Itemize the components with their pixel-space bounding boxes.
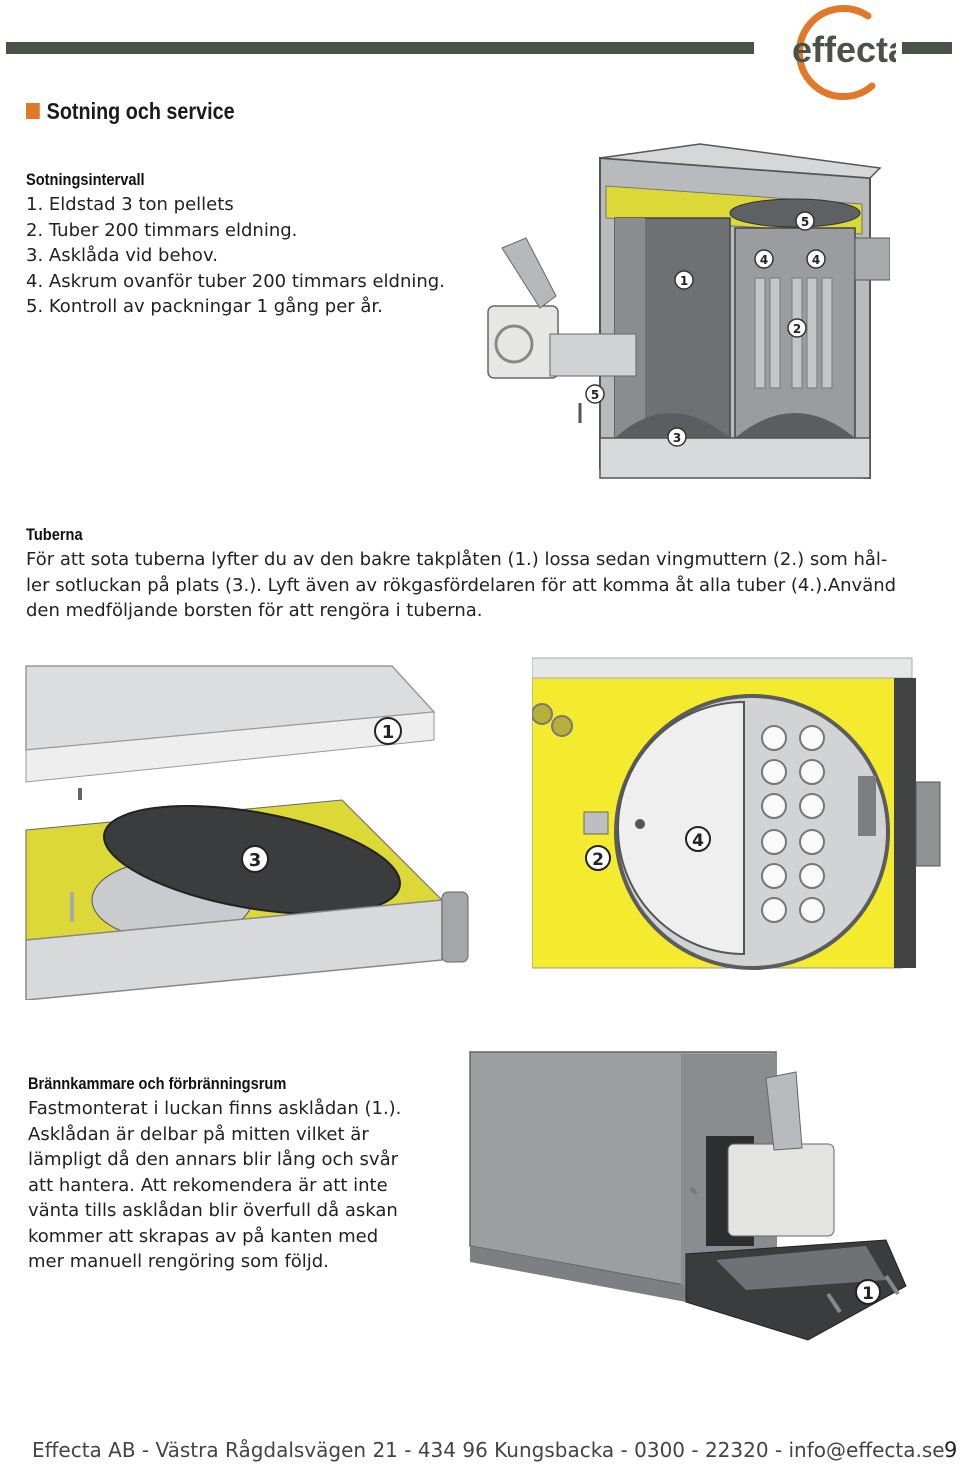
list-item: 3. Asklåda vid behov. xyxy=(26,245,218,266)
svg-text:3: 3 xyxy=(673,431,681,445)
page-number: 9 xyxy=(944,1438,958,1462)
callout-4: 4 xyxy=(685,826,711,852)
effecta-logo: effecta xyxy=(792,5,896,100)
callout-2: 2 xyxy=(787,318,807,338)
list-item: 2. Tuber 200 timmars eldning. xyxy=(26,219,298,241)
header-bar-right xyxy=(902,42,952,54)
svg-text:4: 4 xyxy=(692,831,704,851)
header-bar-left xyxy=(6,42,754,54)
tuberna-paragraph: För att sota tuberna lyfter du av den ba… xyxy=(26,549,897,621)
sotningsintervall-list: 1. Eldstad 3 ton pellets 2. Tuber 200 ti… xyxy=(26,192,445,320)
callout-1: 1 xyxy=(374,717,402,745)
brannkammare-heading: Brännkammare och förbränningsrum xyxy=(28,1074,287,1093)
callout-3: 3 xyxy=(667,427,687,447)
callout-5b: 5 xyxy=(585,384,605,404)
svg-text:2: 2 xyxy=(592,850,604,870)
sotningsintervall-heading: Sotningsintervall xyxy=(26,170,145,189)
callout-5a: 5 xyxy=(795,211,815,231)
svg-text:1: 1 xyxy=(382,722,395,743)
svg-text:4: 4 xyxy=(812,253,820,267)
callout-1: 1 xyxy=(674,270,694,290)
tuberna-heading: Tuberna xyxy=(26,525,83,544)
callout-3: 3 xyxy=(241,845,269,873)
callout-4a: 4 xyxy=(754,249,774,269)
svg-text:1: 1 xyxy=(862,1284,874,1304)
list-item: 5. Kontroll av packningar 1 gång per år. xyxy=(26,296,383,317)
footer-contact: Effecta AB - Västra Rågdalsvägen 21 - 43… xyxy=(32,1438,945,1462)
list-item: 4. Askrum ovanför tuber 200 timmars eldn… xyxy=(26,270,445,292)
roof-plate-hatch-illustration: 1 3 xyxy=(25,665,469,1000)
callout-2: 2 xyxy=(585,845,611,871)
logo-wordmark: effecta xyxy=(792,29,896,70)
boiler-cutaway-illustration: 1 2 3 4 4 5 5 xyxy=(487,143,890,480)
svg-text:1: 1 xyxy=(680,274,688,288)
svg-text:4: 4 xyxy=(760,253,768,267)
page-title: Sotning och service xyxy=(26,98,235,125)
flue-gas-distributor-illustration: 2 4 xyxy=(532,657,941,970)
svg-text:5: 5 xyxy=(591,388,599,402)
brannkammare-paragraph: Fastmonterat i luckan finns asklådan (1.… xyxy=(28,1098,402,1272)
callout-4b: 4 xyxy=(806,249,826,269)
svg-text:2: 2 xyxy=(793,322,801,336)
svg-text:5: 5 xyxy=(801,215,809,229)
list-item: 1. Eldstad 3 ton pellets xyxy=(26,194,234,215)
callout-1: 1 xyxy=(855,1279,881,1305)
svg-text:3: 3 xyxy=(249,850,262,871)
ash-drawer-illustration: 1 xyxy=(469,1051,907,1341)
title-bullet-icon xyxy=(26,102,40,119)
